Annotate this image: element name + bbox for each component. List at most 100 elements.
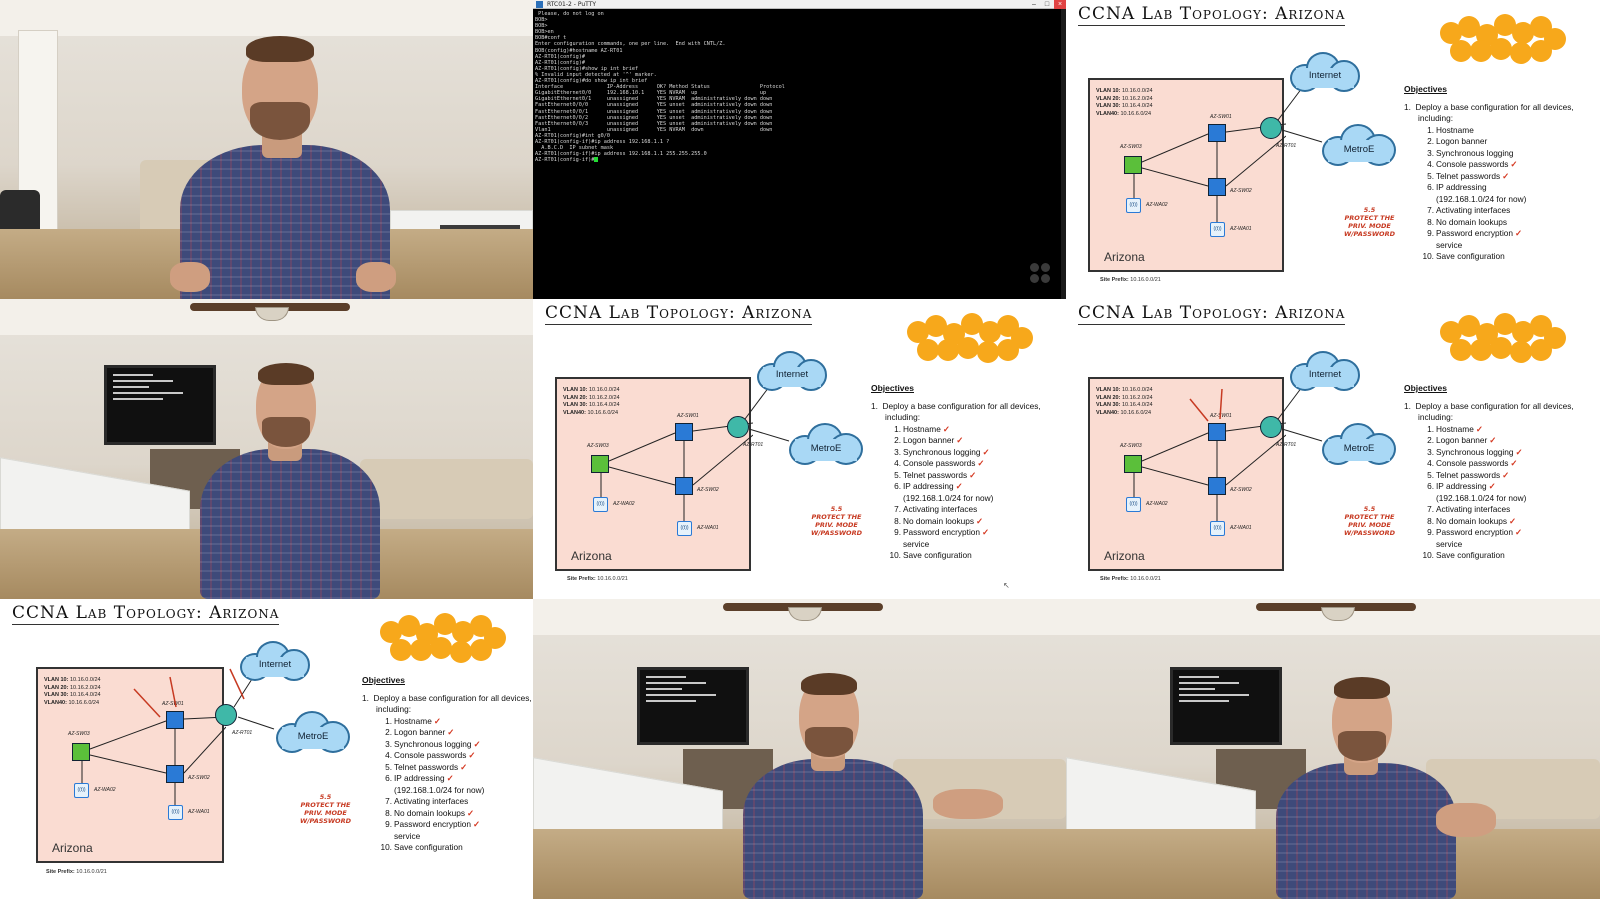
wall-monitor <box>104 365 216 445</box>
slide-topology: CCNA Lab Topology: Arizona VLAN 10: 10.1… <box>1066 299 1600 599</box>
objective-text: Logon banner <box>1436 435 1488 445</box>
handwritten-annotation: 5.5 PROTECT THE PRIV. MODE W/PASSWORD <box>811 505 862 537</box>
vlan-net: 10.16.4.0/24 <box>1121 103 1153 109</box>
minimize-button[interactable]: – <box>1032 1 1036 8</box>
slide-title: CCNA Lab Topology: Arizona <box>12 603 280 625</box>
vlan-net: 10.16.6.0/24 <box>1120 409 1152 416</box>
device-label: AZ-SW03 <box>68 731 90 737</box>
terminal-line: BOB>en <box>535 29 554 36</box>
objective-text: Hostname <box>1436 423 1474 434</box>
objective-subtext: service <box>394 830 421 841</box>
maximize-button[interactable]: □ <box>1044 1 1050 8</box>
l3-switch-icon <box>72 743 90 761</box>
vlan-name: VLAN40: <box>1096 409 1119 416</box>
objectives-intro-number: 1. <box>362 692 369 703</box>
objective-item: 8.No domain lookups✓ <box>1427 515 1594 528</box>
terminal-prompt: AZ-RT01(config-if)# <box>535 157 595 164</box>
metroe-label: MetroE <box>1343 443 1375 454</box>
vlan-name: VLAN 30: <box>44 692 69 698</box>
l3-switch-icon <box>591 455 609 473</box>
objective-number: 8. <box>1427 216 1434 227</box>
objective-text: No domain lookups <box>1436 515 1508 526</box>
objective-number: 4. <box>894 458 901 468</box>
terminal-line: FastEthernet0/0/3 unassigned YES unset a… <box>535 120 773 127</box>
objective-item: 9.Password encryption✓service <box>894 527 1061 550</box>
objective-number: 4. <box>385 750 392 760</box>
objective-text: Console passwords <box>1436 458 1509 468</box>
device-label: AZ-SW03 <box>587 443 609 449</box>
objective-item: 10.Save configuration <box>1422 550 1594 562</box>
device-label: AZ-SW03 <box>1120 144 1142 150</box>
check-mark-icon: ✓ <box>1488 481 1496 491</box>
objective-number: 7. <box>1427 504 1434 514</box>
objective-text: IP addressing <box>1436 182 1487 192</box>
logo <box>907 313 1033 363</box>
objective-number: 5. <box>1427 170 1434 181</box>
objective-subtext: (192.168.1.0/24 for now) <box>1436 193 1527 204</box>
check-mark-icon: ✓ <box>1515 527 1522 537</box>
objective-text: Password encryption <box>1436 527 1514 537</box>
objective-text: Synchronous logging <box>903 446 981 457</box>
objective-item: 10.Save configuration <box>889 550 1061 562</box>
terminal-output[interactable]: Please, do not log on BOB> BOB> BOB>en B… <box>535 11 1060 293</box>
objective-text: Telnet passwords <box>1436 469 1501 480</box>
objective-text: Activating interfaces <box>1436 205 1511 215</box>
terminal-window[interactable]: RTC01-2 - PuTTY – □ × Please, do not log… <box>533 0 1066 299</box>
objective-text: Save configuration <box>394 842 463 852</box>
device-label: AZ-SW01 <box>1210 114 1232 120</box>
objectives-panel: Objectives 1. Deploy a base configuratio… <box>1404 383 1594 562</box>
check-mark-icon: ✓ <box>460 761 468 772</box>
check-mark-icon: ✓ <box>1489 435 1497 445</box>
site-prefix-label: Site Prefix: <box>46 869 75 875</box>
internet-cloud: Internet <box>757 349 827 397</box>
vlan-net: 10.16.0.0/24 <box>588 387 620 393</box>
site-boundary: VLAN 10: 10.16.0.0/24 VLAN 20: 10.16.2.0… <box>1088 78 1286 272</box>
device-label: AZ-WA01 <box>1230 226 1252 232</box>
objective-item: 3.Synchronous logging✓ <box>1427 447 1594 459</box>
objectives-heading: Objectives <box>871 383 914 393</box>
objective-subtext: (192.168.1.0/24 for now) <box>394 784 485 795</box>
camera-view-presenter-desk <box>0 299 533 599</box>
vlan-net: 10.16.6.0/24 <box>68 699 100 706</box>
wan-links <box>1277 87 1323 143</box>
internet-label: Internet <box>775 369 809 380</box>
objective-text: Telnet passwords <box>394 761 459 772</box>
objective-subtext: service <box>903 538 930 549</box>
terminal-line-prompt[interactable]: AZ-RT01(config-if)# <box>535 157 1060 163</box>
close-button[interactable]: × <box>1054 0 1066 9</box>
device-label: AZ-WA02 <box>1146 501 1168 507</box>
objective-item: 9.Password encryption✓service <box>1427 527 1594 550</box>
objective-number: 9. <box>1427 228 1434 238</box>
site-prefix-value: 10.16.0.0/21 <box>1130 576 1161 582</box>
objective-text: Logon banner <box>394 727 446 737</box>
objectives-intro-text: Deploy a base configuration for all devi… <box>1415 101 1574 124</box>
metroe-label: MetroE <box>1343 144 1375 155</box>
vlan-name: VLAN 30: <box>1096 103 1121 109</box>
switch-icon <box>166 711 184 729</box>
objective-number: 1. <box>1427 423 1434 434</box>
terminal-title: RTC01-2 - PuTTY <box>547 1 597 8</box>
objective-item: 4.Console passwords✓ <box>1427 159 1594 171</box>
metroe-cloud: MetroE <box>789 421 863 471</box>
check-mark-icon: ✓ <box>1510 159 1518 169</box>
site-prefix: Site Prefix: 10.16.0.0/21 <box>567 576 628 582</box>
objective-number: 8. <box>1427 515 1434 526</box>
objective-item: 6.IP addressing✓(192.168.1.0/24 for now) <box>1427 481 1594 504</box>
access-point-icon: ((t)) <box>593 497 608 512</box>
device-label: AZ-RT01 <box>1276 143 1297 149</box>
slide-title: CCNA Lab Topology: Arizona <box>1078 4 1346 26</box>
topology-links <box>81 676 226 805</box>
device-label: AZ-SW01 <box>677 413 699 419</box>
objective-item: 5.Telnet passwords✓ <box>1427 171 1594 183</box>
check-mark-icon: ✓ <box>473 738 481 749</box>
terminal-titlebar[interactable]: RTC01-2 - PuTTY – □ × <box>533 0 1066 9</box>
terminal-scrollbar[interactable] <box>1061 9 1066 299</box>
annotation-number: 5.5 <box>319 793 332 801</box>
objective-number: 2. <box>1427 136 1434 146</box>
objective-item: 9.Password encryption✓service <box>385 819 532 842</box>
vlan-net: 10.16.0.0/24 <box>1121 387 1153 393</box>
annotation-line: PRIV. MODE <box>1348 521 1391 529</box>
objective-item: 4.Console passwords✓ <box>1427 458 1594 470</box>
objective-number: 2. <box>1427 435 1434 445</box>
terminal-line: Interface IP-Address OK? Method Status P… <box>535 84 785 91</box>
